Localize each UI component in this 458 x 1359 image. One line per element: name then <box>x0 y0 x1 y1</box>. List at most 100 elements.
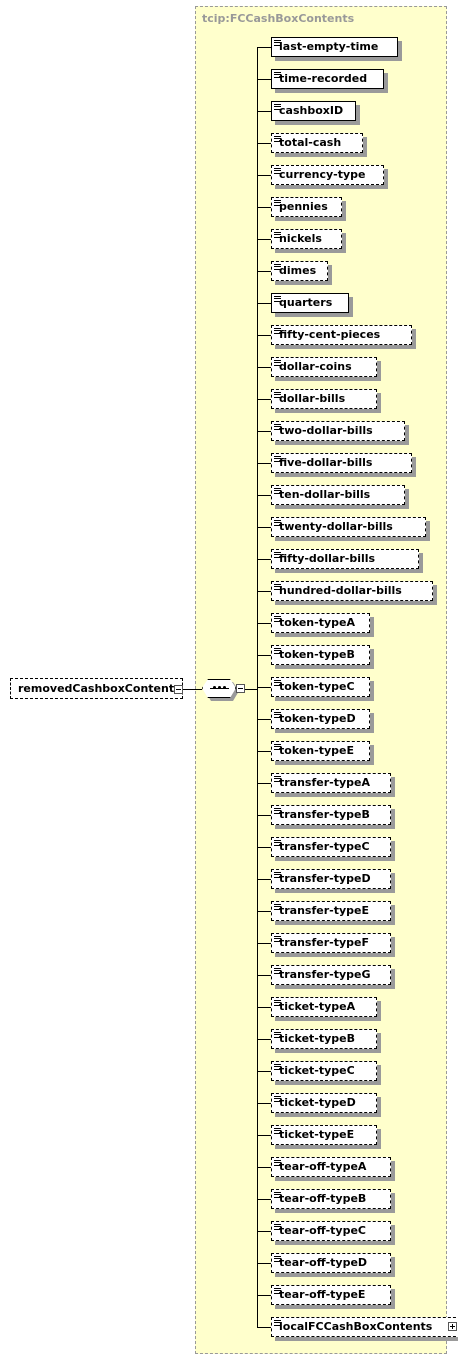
element-label: last-empty-time <box>279 40 379 53</box>
schema-element-transfer-typea[interactable]: transfer-typeA <box>271 773 391 793</box>
element-label: transfer-typeE <box>279 904 369 917</box>
schema-element-transfer-typef[interactable]: transfer-typeF <box>271 933 391 953</box>
element-lines-icon <box>274 1256 281 1262</box>
schema-element-time-recorded[interactable]: time-recorded <box>271 69 384 89</box>
element-lines-icon <box>274 200 281 206</box>
schema-element-dollar-bills[interactable]: dollar-bills <box>271 389 377 409</box>
schema-element-transfer-typeg[interactable]: transfer-typeG <box>271 965 391 985</box>
child-connector-line <box>257 751 271 752</box>
element-label: currency-type <box>279 168 366 181</box>
child-connector-line <box>257 495 271 496</box>
schema-element-twenty-dollar-bills[interactable]: twenty-dollar-bills <box>271 517 426 537</box>
element-label: ticket-typeD <box>279 1096 356 1109</box>
element-label: dollar-coins <box>279 360 352 373</box>
schema-element-token-typeb[interactable]: token-typeB <box>271 645 370 665</box>
element-lines-icon <box>274 1192 281 1198</box>
schema-element-total-cash[interactable]: total-cash <box>271 133 363 153</box>
child-connector-line <box>257 1263 271 1264</box>
schema-element-ticket-typea[interactable]: ticket-typeA <box>271 997 377 1017</box>
schema-element-transfer-typed[interactable]: transfer-typeD <box>271 869 391 889</box>
schema-element-hundred-dollar-bills[interactable]: hundred-dollar-bills <box>271 581 433 601</box>
element-lines-icon <box>274 840 281 846</box>
child-connector-line <box>257 847 271 848</box>
element-lines-icon <box>274 744 281 750</box>
schema-element-tear-off-typed[interactable]: tear-off-typeD <box>271 1253 391 1273</box>
element-lines-icon <box>274 1096 281 1102</box>
schema-element-transfer-typec[interactable]: transfer-typeC <box>271 837 391 857</box>
element-lines-icon <box>274 1000 281 1006</box>
element-label: hundred-dollar-bills <box>279 584 402 597</box>
child-connector-line <box>257 783 271 784</box>
schema-element-pennies[interactable]: pennies <box>271 197 342 217</box>
root-element-label: removedCashboxContents <box>18 682 181 695</box>
element-label: token-typeB <box>279 648 355 661</box>
child-connector-line <box>257 399 271 400</box>
child-connector-line <box>257 143 271 144</box>
element-label: tear-off-typeB <box>279 1192 367 1205</box>
schema-element-tear-off-typeb[interactable]: tear-off-typeB <box>271 1189 391 1209</box>
schema-element-ticket-typec[interactable]: ticket-typeC <box>271 1061 377 1081</box>
schema-element-last-empty-time[interactable]: last-empty-time <box>271 37 398 57</box>
element-lines-icon <box>274 1224 281 1230</box>
schema-element-tear-off-typea[interactable]: tear-off-typeA <box>271 1157 391 1177</box>
schema-element-localfccashboxcontents[interactable]: localFCCashBoxContents <box>271 1317 458 1337</box>
schema-element-five-dollar-bills[interactable]: five-dollar-bills <box>271 453 412 473</box>
schema-element-ten-dollar-bills[interactable]: ten-dollar-bills <box>271 485 405 505</box>
child-connector-line <box>257 943 271 944</box>
schema-element-tear-off-typec[interactable]: tear-off-typeC <box>271 1221 391 1241</box>
schema-element-ticket-typed[interactable]: ticket-typeD <box>271 1093 377 1113</box>
sequence-compositor[interactable] <box>202 679 236 698</box>
element-lines-icon <box>274 1320 281 1326</box>
schema-element-nickels[interactable]: nickels <box>271 229 342 249</box>
child-connector-line <box>257 175 271 176</box>
schema-element-tear-off-typee[interactable]: tear-off-typeE <box>271 1285 391 1305</box>
element-lines-icon <box>274 392 281 398</box>
element-lines-icon <box>274 232 281 238</box>
child-connector-line <box>257 1103 271 1104</box>
schema-element-currency-type[interactable]: currency-type <box>271 165 384 185</box>
sequence-dot-icon <box>213 686 216 689</box>
expand-plus-icon[interactable] <box>448 1322 457 1331</box>
root-collapse-icon[interactable] <box>174 685 183 694</box>
element-lines-icon <box>274 264 281 270</box>
child-connector-line <box>257 79 271 80</box>
element-label: token-typeD <box>279 712 356 725</box>
schema-element-token-typed[interactable]: token-typeD <box>271 709 370 729</box>
element-label: tear-off-typeD <box>279 1256 368 1269</box>
child-connector-line <box>257 1199 271 1200</box>
element-lines-icon <box>274 136 281 142</box>
schema-element-transfer-typeb[interactable]: transfer-typeB <box>271 805 391 825</box>
element-lines-icon <box>274 584 281 590</box>
schema-element-token-typec[interactable]: token-typeC <box>271 677 370 697</box>
element-lines-icon <box>274 360 281 366</box>
schema-element-token-typee[interactable]: token-typeE <box>271 741 370 761</box>
element-lines-icon <box>274 904 281 910</box>
sequence-dot-icon <box>223 686 226 689</box>
element-lines-icon <box>274 552 281 558</box>
element-label: tear-off-typeE <box>279 1288 366 1301</box>
root-element-box[interactable]: removedCashboxContents <box>10 678 183 699</box>
schema-element-fifty-cent-pieces[interactable]: fifty-cent-pieces <box>271 325 412 345</box>
child-connector-line <box>257 47 271 48</box>
child-connector-line <box>257 431 271 432</box>
child-connector-line <box>257 655 271 656</box>
schema-element-token-typea[interactable]: token-typeA <box>271 613 370 633</box>
schema-element-ticket-typeb[interactable]: ticket-typeB <box>271 1029 377 1049</box>
sequence-collapse-icon[interactable] <box>236 684 245 693</box>
root-connector-line <box>183 689 202 690</box>
schema-element-cashboxid[interactable]: cashboxID <box>271 101 356 121</box>
child-connector-line <box>257 623 271 624</box>
element-lines-icon <box>274 680 281 686</box>
schema-element-transfer-typee[interactable]: transfer-typeE <box>271 901 391 921</box>
child-connector-line <box>257 1231 271 1232</box>
schema-element-fifty-dollar-bills[interactable]: fifty-dollar-bills <box>271 549 419 569</box>
schema-element-ticket-typee[interactable]: ticket-typeE <box>271 1125 377 1145</box>
schema-element-quarters[interactable]: quarters <box>271 293 349 313</box>
element-label: ticket-typeA <box>279 1000 356 1013</box>
element-label: ticket-typeE <box>279 1128 355 1141</box>
schema-element-dollar-coins[interactable]: dollar-coins <box>271 357 377 377</box>
child-connector-line <box>257 559 271 560</box>
child-connector-line <box>257 367 271 368</box>
schema-element-dimes[interactable]: dimes <box>271 261 328 281</box>
schema-element-two-dollar-bills[interactable]: two-dollar-bills <box>271 421 405 441</box>
